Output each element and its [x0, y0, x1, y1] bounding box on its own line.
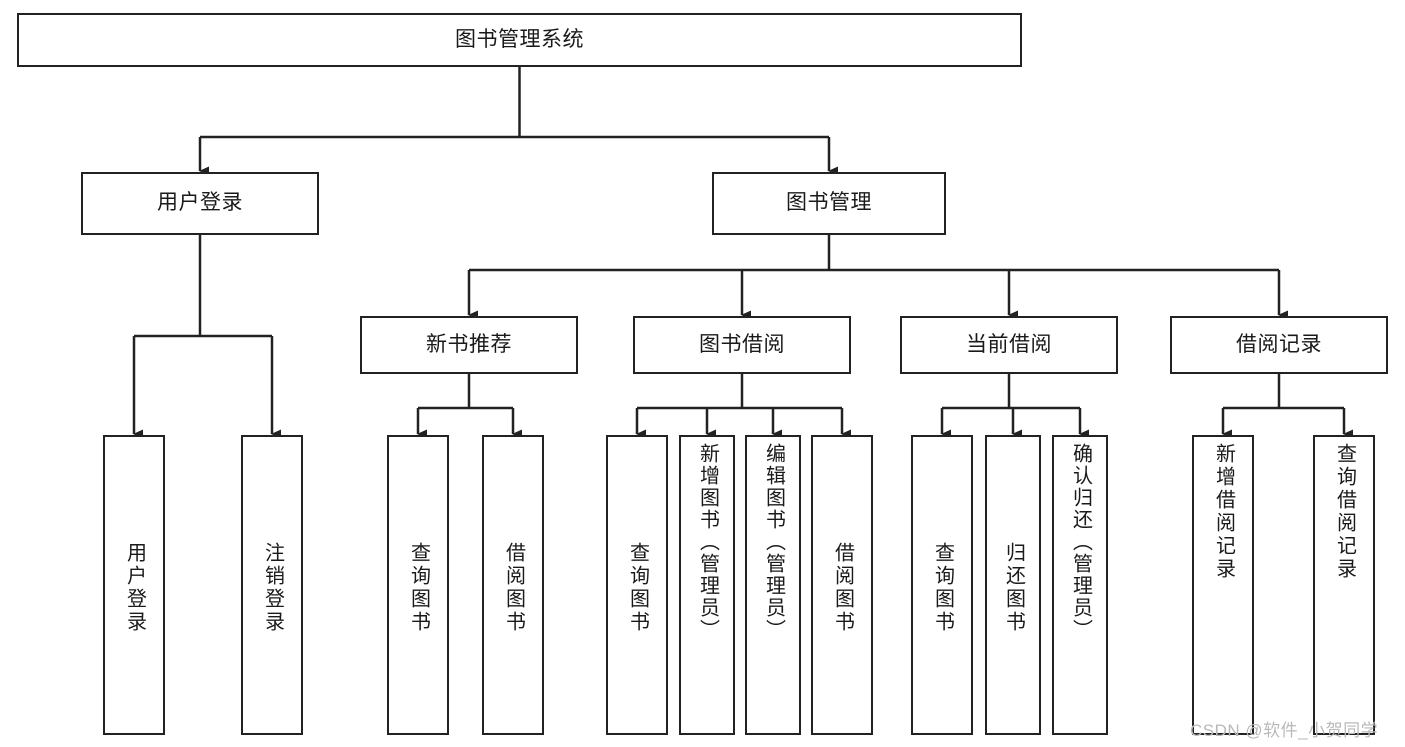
node-label: 图书管理系统: [455, 27, 584, 51]
node-label: 查询图书: [407, 542, 430, 634]
node-leaf-user-login: 用户登录: [103, 435, 165, 735]
node-user-login: 用户登录: [81, 172, 319, 235]
node-label: 用户登录: [157, 191, 243, 215]
node-leaf-query-book-1: 查询图书: [387, 435, 449, 735]
node-leaf-borrow-book-1: 借阅图书: [482, 435, 544, 735]
node-leaf-query-record: 查询借阅记录: [1313, 435, 1375, 735]
watermark: CSDN @软件_小贺同学: [1190, 721, 1379, 740]
node-label: 借阅记录: [1236, 332, 1322, 356]
node-label: 注销登录: [261, 542, 284, 634]
node-leaf-edit-book: 编辑图书（管理员）: [745, 435, 801, 735]
node-current-borrow: 当前借阅: [900, 316, 1118, 374]
node-label: 新增借阅记录: [1212, 443, 1235, 581]
node-label: 归还图书: [1002, 542, 1025, 634]
node-leaf-query-book-3: 查询图书: [911, 435, 973, 735]
node-label: 新书推荐: [426, 332, 512, 356]
node-new-book-rec: 新书推荐: [360, 316, 578, 374]
node-label: 用户登录: [123, 542, 146, 634]
node-label: 确认归还（管理员）: [1069, 443, 1092, 641]
node-label: 图书管理: [786, 191, 872, 215]
node-book-borrow: 图书借阅: [633, 316, 851, 374]
node-leaf-add-book: 新增图书（管理员）: [679, 435, 735, 735]
node-leaf-borrow-book-2: 借阅图书: [811, 435, 873, 735]
node-leaf-query-book-2: 查询图书: [606, 435, 668, 735]
node-root: 图书管理系统: [17, 13, 1022, 67]
node-label: 新增图书（管理员）: [696, 443, 719, 641]
node-label: 借阅图书: [502, 542, 525, 634]
node-label: 查询图书: [931, 542, 954, 634]
node-borrow-record: 借阅记录: [1170, 316, 1388, 374]
node-label: 借阅图书: [831, 542, 854, 634]
node-leaf-add-record: 新增借阅记录: [1192, 435, 1254, 735]
node-leaf-return-book: 归还图书: [985, 435, 1041, 735]
node-label: 当前借阅: [966, 332, 1052, 356]
node-label: 编辑图书（管理员）: [762, 443, 785, 641]
node-leaf-confirm-return: 确认归还（管理员）: [1052, 435, 1108, 735]
node-label: 查询借阅记录: [1333, 443, 1356, 581]
node-label: 图书借阅: [699, 332, 785, 356]
node-book-manage: 图书管理: [712, 172, 946, 235]
node-label: 查询图书: [626, 542, 649, 634]
node-leaf-logout: 注销登录: [241, 435, 303, 735]
